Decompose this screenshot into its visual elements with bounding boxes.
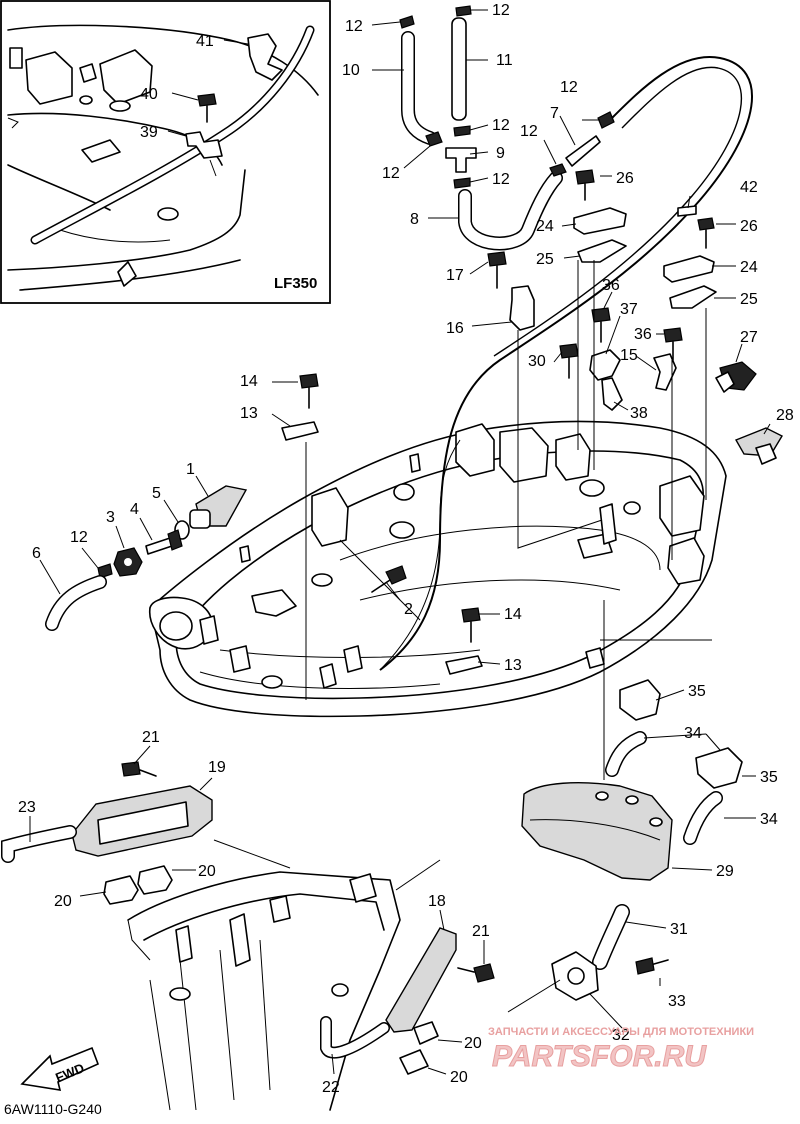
callout-8: 8 xyxy=(410,211,419,228)
callout-20-a: 20 xyxy=(54,893,72,910)
callout-20-d: 20 xyxy=(450,1069,468,1086)
callout-20-b: 20 xyxy=(198,863,216,880)
callout-4: 4 xyxy=(130,501,139,518)
diagram-code: 6AW1110-G240 xyxy=(4,1101,102,1117)
callout-18: 18 xyxy=(428,893,446,910)
callout-24-b: 24 xyxy=(740,259,758,276)
callout-33: 33 xyxy=(668,993,686,1010)
callout-28: 28 xyxy=(776,407,794,424)
callout-38: 38 xyxy=(630,405,648,422)
callout-26-a: 26 xyxy=(616,170,634,187)
callout-37: 37 xyxy=(620,301,638,318)
callout-35-a: 35 xyxy=(688,683,706,700)
callout-12-a: 12 xyxy=(345,18,363,35)
callout-30: 30 xyxy=(528,353,546,370)
callout-19: 19 xyxy=(208,759,226,776)
callout-12-b: 12 xyxy=(492,2,510,19)
callout-21-a: 21 xyxy=(142,729,160,746)
callout-32: 32 xyxy=(612,1027,630,1044)
callout-23: 23 xyxy=(18,799,36,816)
callout-22: 22 xyxy=(322,1079,340,1096)
callout-36-a: 36 xyxy=(602,277,620,294)
silencer-group: 35 34 35 34 29 31 33 32 xyxy=(507,679,778,1044)
callout-27: 27 xyxy=(740,329,758,346)
callout-9: 9 xyxy=(496,145,505,162)
callout-42: 42 xyxy=(740,179,758,196)
callout-24-a: 24 xyxy=(536,218,554,235)
intake-group: 21 19 23 20 20 18 21 20 20 22 xyxy=(1,729,495,1111)
callout-12-h: 12 xyxy=(70,529,88,546)
callout-15: 15 xyxy=(620,347,638,364)
inset-label: LF350 xyxy=(274,275,317,292)
callout-26-b: 26 xyxy=(740,218,758,235)
bracket-group: 26 42 26 24 25 24 25 17 16 36 37 36 30 1… xyxy=(446,169,794,465)
callout-36-b: 36 xyxy=(634,326,652,343)
callout-12-f: 12 xyxy=(560,79,578,96)
callout-3: 3 xyxy=(106,509,115,526)
inset-lf350: 41 40 39 LF350 xyxy=(0,0,331,304)
callout-21-b: 21 xyxy=(472,923,490,940)
callout-12-g: 12 xyxy=(520,123,538,140)
callout-12-e: 12 xyxy=(492,171,510,188)
callout-2: 2 xyxy=(404,601,413,618)
callout-25-a: 25 xyxy=(536,251,554,268)
callout-34-b: 34 xyxy=(760,811,778,828)
fwd-arrow: FWD xyxy=(20,1046,100,1091)
callout-17: 17 xyxy=(446,267,464,284)
callout-31: 31 xyxy=(670,921,688,938)
callout-5: 5 xyxy=(152,485,161,502)
bottom-cowling xyxy=(149,260,727,780)
watermark: ЗАПЧАСТИ И АКСЕССУАРЫ ДЛЯ МОТОТЕХНИКИ PA… xyxy=(488,1026,754,1074)
callout-12-d: 12 xyxy=(382,165,400,182)
callout-20-c: 20 xyxy=(464,1035,482,1052)
callout-39: 39 xyxy=(140,124,158,141)
callout-13-b: 13 xyxy=(504,657,522,674)
callout-35-b: 35 xyxy=(760,769,778,786)
callout-16: 16 xyxy=(446,320,464,337)
callout-25-b: 25 xyxy=(740,291,758,308)
callout-13-a: 13 xyxy=(240,405,258,422)
callout-41: 41 xyxy=(196,33,214,50)
callout-29: 29 xyxy=(716,863,734,880)
callout-6: 6 xyxy=(32,545,41,562)
callout-7: 7 xyxy=(550,105,559,122)
callout-11: 11 xyxy=(496,52,513,69)
callout-14-b: 14 xyxy=(504,606,522,623)
callout-14-a: 14 xyxy=(240,373,258,390)
watermark-logo: PARTSFOR.RU xyxy=(492,1040,707,1073)
callout-1: 1 xyxy=(186,461,195,478)
watermark-caption: ЗАПЧАСТИ И АКСЕССУАРЫ ДЛЯ МОТОТЕХНИКИ xyxy=(488,1026,754,1038)
callout-10: 10 xyxy=(342,62,360,79)
left-parts: 1 5 4 3 12 6 2 14 13 14 13 xyxy=(32,373,522,675)
callout-40: 40 xyxy=(140,86,158,103)
callout-12-c: 12 xyxy=(492,117,510,134)
callout-34-a: 34 xyxy=(684,725,702,742)
